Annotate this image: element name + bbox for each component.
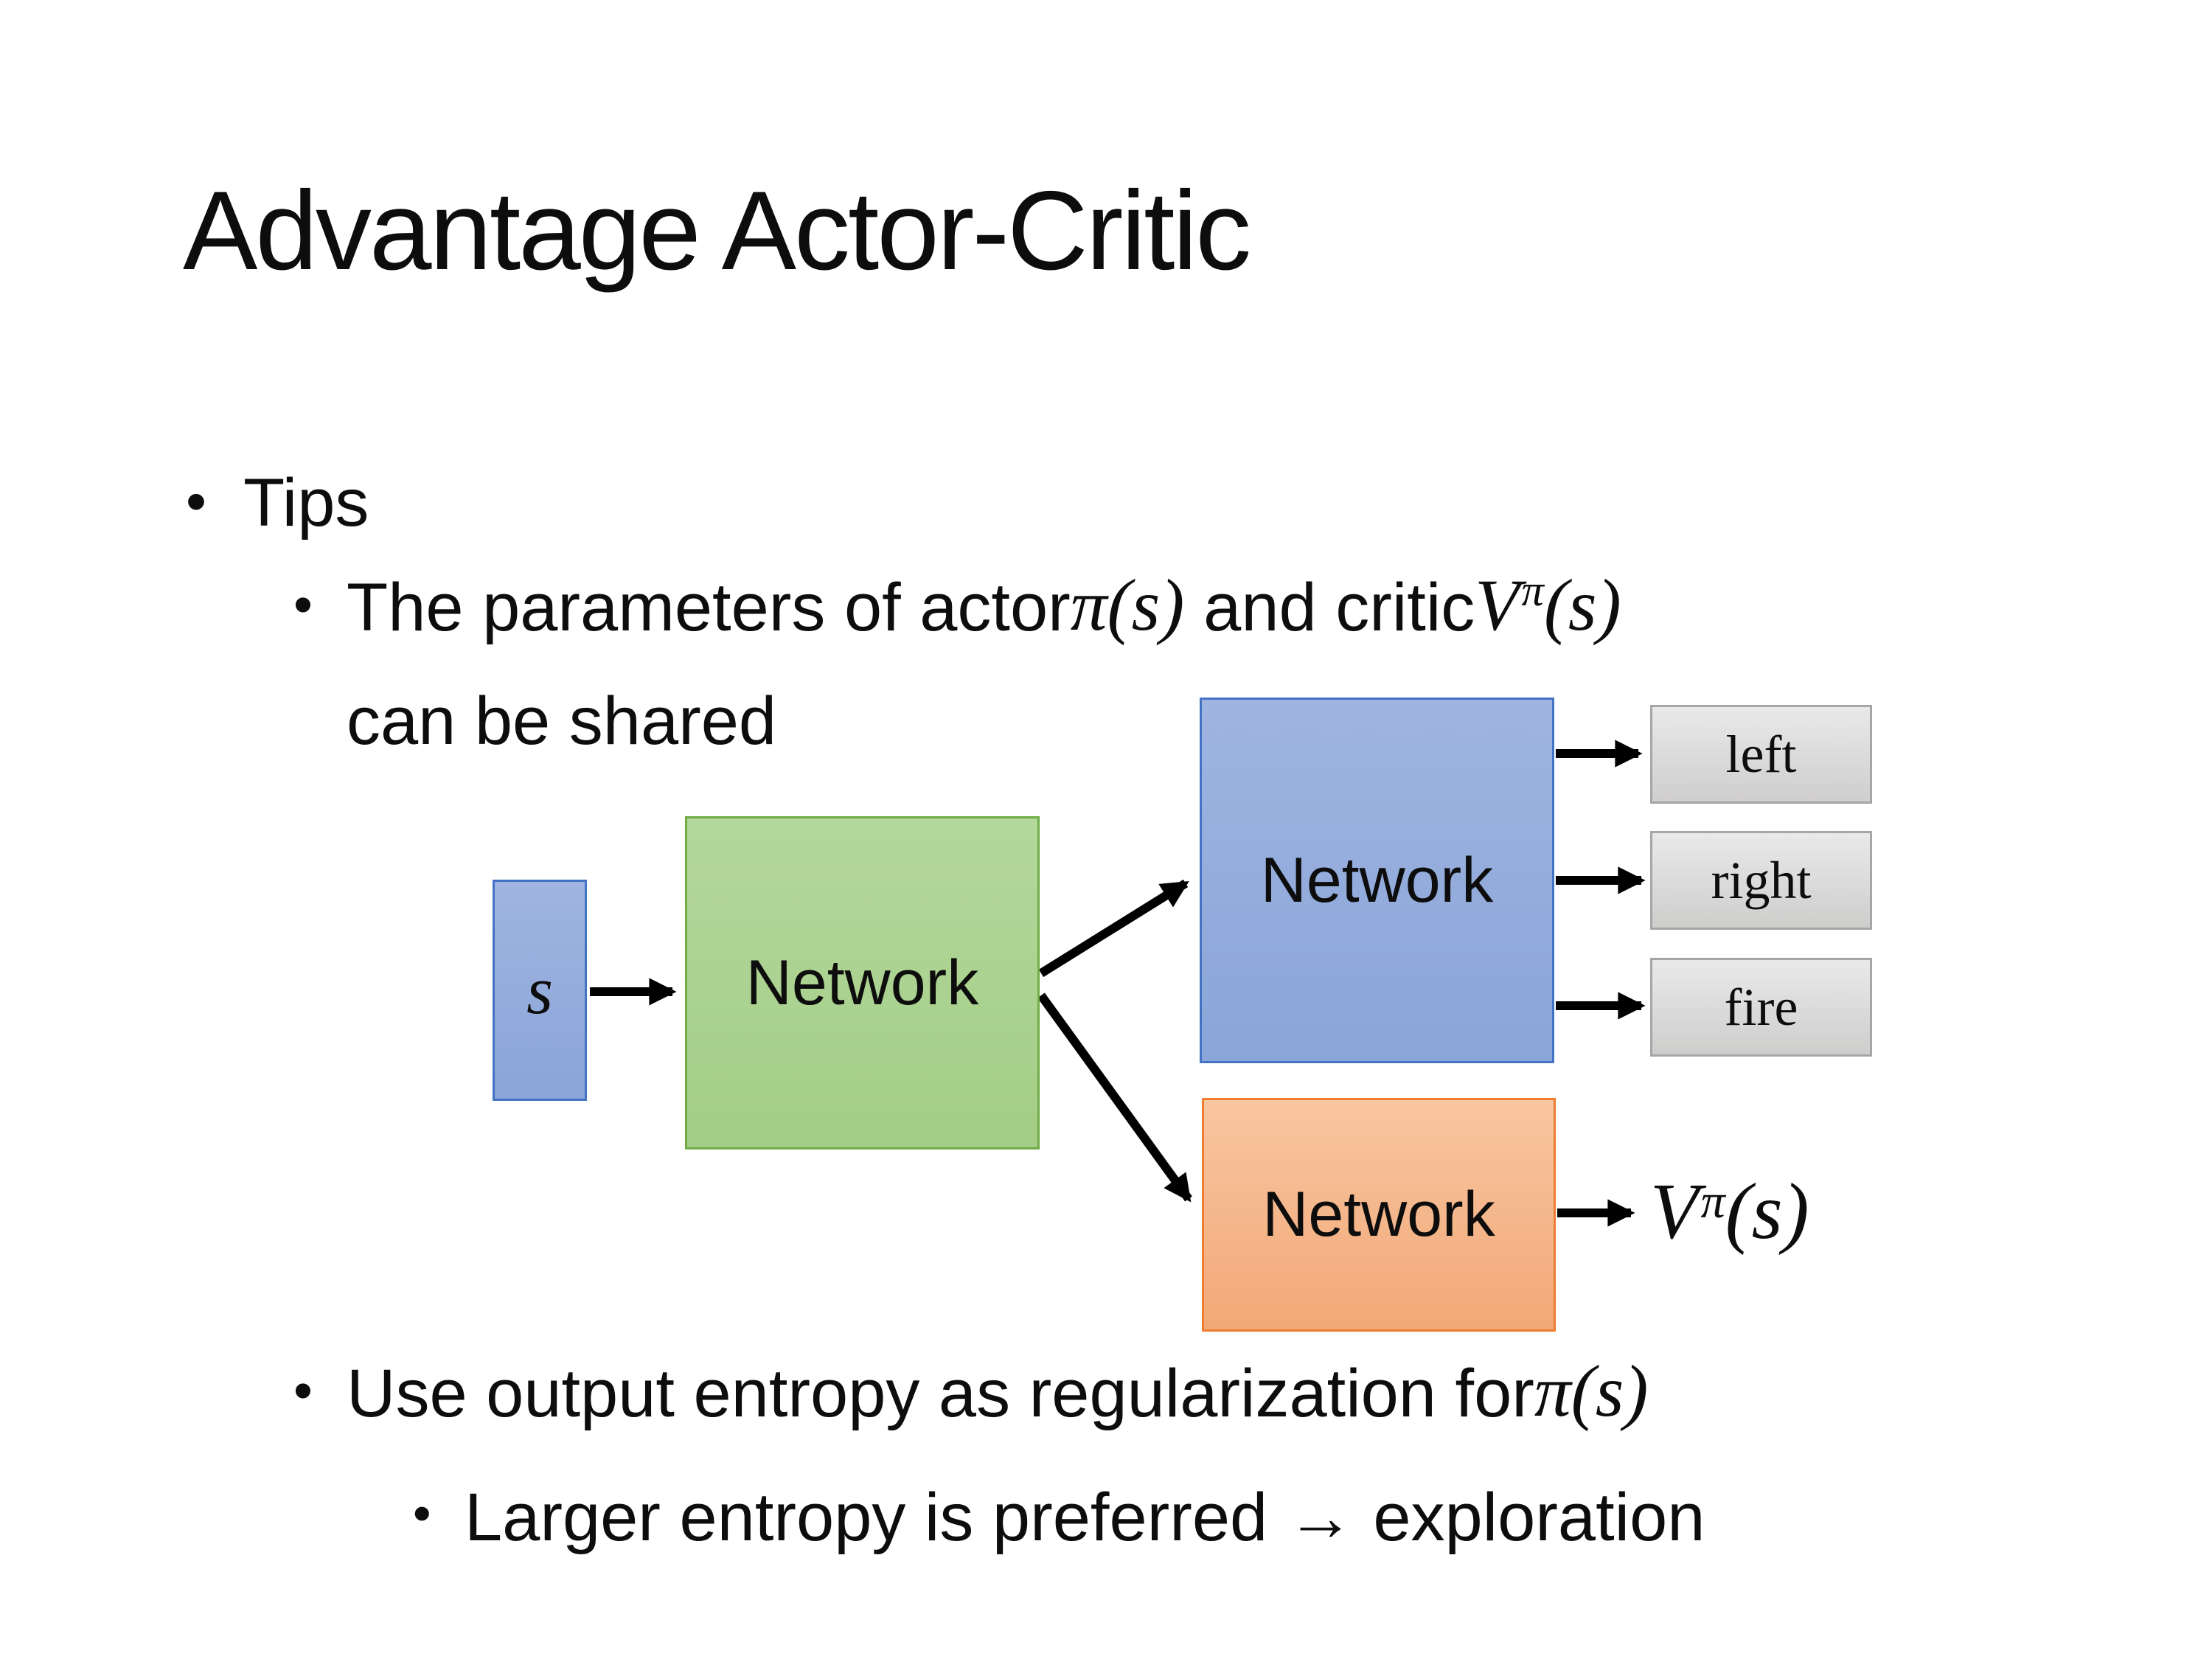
action-right-label: right xyxy=(1711,850,1812,910)
state-input-box: s xyxy=(493,880,587,1101)
bullet-shared-mid: and critic xyxy=(1203,570,1475,645)
bullet-marker: • xyxy=(293,574,313,635)
v-math-base: V xyxy=(1475,565,1520,646)
shared-network-label: Network xyxy=(745,947,979,1018)
bullet-marker: • xyxy=(413,1484,431,1542)
action-fire-label: fire xyxy=(1724,977,1798,1037)
arrow-shared-to-critic xyxy=(1037,992,1192,1203)
shared-network-box: Network xyxy=(685,816,1040,1150)
arrow-shared-to-actor xyxy=(1038,879,1189,978)
bullet-tips: • Tips xyxy=(186,465,369,542)
bullet-entropy-reg: • Use output entropy as regularization fo… xyxy=(293,1351,1649,1433)
critic-output-args: (s) xyxy=(1725,1168,1809,1256)
bullet-shared-pre: The parameters of actor xyxy=(347,570,1071,645)
bullet-tips-label: Tips xyxy=(243,465,369,540)
critic-output-label: Vπ(s) xyxy=(1650,1171,1809,1256)
bullet-marker: • xyxy=(293,1360,313,1421)
pi-s-math: π(s) xyxy=(1534,1351,1649,1432)
bullet-shared-params-line1: • The parameters of actor π(s) and critic… xyxy=(293,565,1621,647)
bullet-entropy-pre: Use output entropy as regularization for xyxy=(347,1356,1534,1431)
v-math-sup: π xyxy=(1521,566,1544,616)
critic-network-label: Network xyxy=(1262,1179,1495,1250)
critic-network-box: Network xyxy=(1202,1098,1556,1332)
bullet-shared-params-line2: can be shared xyxy=(347,683,776,760)
action-fire-box: fire xyxy=(1650,958,1872,1057)
action-right-box: right xyxy=(1650,831,1872,930)
page-title: Advantage Actor-Critic xyxy=(183,168,1251,293)
v-math-args: (s) xyxy=(1543,565,1621,646)
pi-s-math: π(s) xyxy=(1070,565,1185,646)
actor-network-box: Network xyxy=(1200,698,1554,1063)
bullet-larger-entropy: • Larger entropy is preferred → explorati… xyxy=(413,1479,1705,1557)
action-left-label: left xyxy=(1725,724,1797,784)
bullet-shared-line2: can be shared xyxy=(347,684,777,759)
critic-output-base: V xyxy=(1650,1168,1699,1256)
actor-network-label: Network xyxy=(1260,844,1494,916)
critic-output-sup: π xyxy=(1700,1175,1725,1229)
bullet-marker: • xyxy=(186,468,207,534)
state-input-label: s xyxy=(526,953,553,1028)
bullet-larger-entropy-label: Larger entropy is preferred → exploratio… xyxy=(465,1480,1705,1555)
action-left-box: left xyxy=(1650,705,1872,804)
